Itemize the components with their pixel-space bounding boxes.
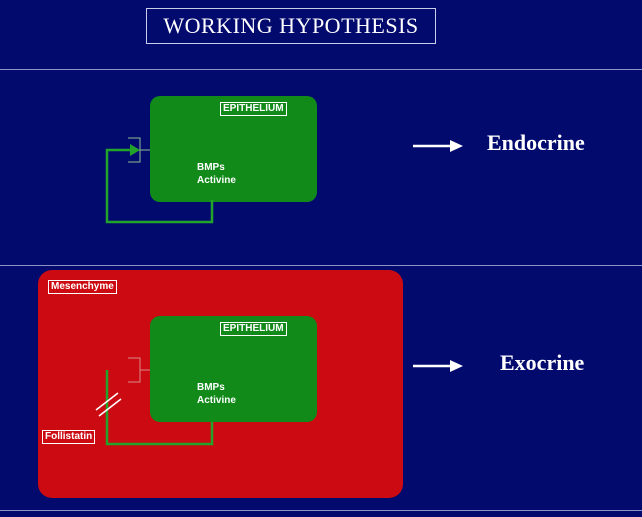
mesenchyme-label: Mesenchyme xyxy=(48,280,117,294)
factor-activine-top: Activine xyxy=(197,175,236,186)
arrow-right-icon-exocrine xyxy=(413,360,463,372)
arrowhead-icon xyxy=(130,144,140,156)
inhibition-mark-icon xyxy=(95,392,122,417)
divider-top xyxy=(0,69,642,70)
feedback-loop-top xyxy=(105,137,214,224)
factor-bmps-bottom: BMPs xyxy=(197,382,225,393)
page-title: WORKING HYPOTHESIS xyxy=(146,8,436,44)
feedback-loop-bottom xyxy=(105,357,214,446)
divider-middle xyxy=(0,265,642,266)
epithelium-label-top: EPITHELIUM xyxy=(220,102,287,116)
epithelium-box-bottom: EPITHELIUM BMPs Activine xyxy=(150,316,317,422)
factor-activine-bottom: Activine xyxy=(197,395,236,406)
factor-bmps-top: BMPs xyxy=(197,162,225,173)
arrow-right-icon-endocrine xyxy=(413,140,463,152)
divider-bottom xyxy=(0,510,642,511)
outcome-exocrine: Exocrine xyxy=(500,350,585,375)
epithelium-box-top: EPITHELIUM BMPs Activine xyxy=(150,96,317,202)
epithelium-label-bottom: EPITHELIUM xyxy=(220,322,287,336)
follistatin-label: Follistatin xyxy=(42,430,96,444)
outcome-endocrine: Endocrine xyxy=(487,130,585,155)
